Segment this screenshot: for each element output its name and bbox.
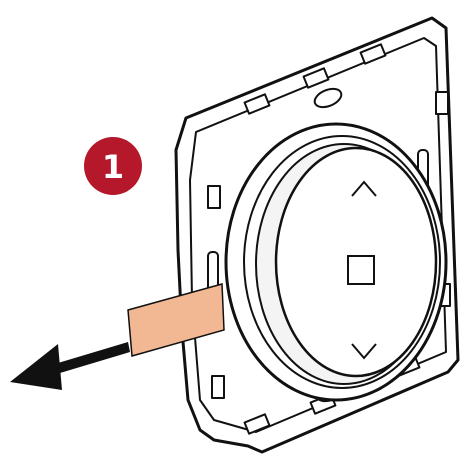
clip <box>435 91 449 115</box>
ring-inner <box>243 135 441 389</box>
tab-strip <box>127 283 225 357</box>
pull-arrow-icon <box>10 342 130 390</box>
cover-plate <box>255 143 438 385</box>
clip <box>243 93 271 115</box>
chevron-up-icon <box>351 180 377 197</box>
arrow-head <box>10 344 62 390</box>
step-badge: 1 <box>84 137 142 195</box>
square-icon <box>347 255 375 285</box>
clip <box>302 67 330 89</box>
plate-face <box>274 146 438 378</box>
chevron-down-icon <box>351 343 377 360</box>
clip <box>211 375 225 399</box>
clip <box>359 43 387 65</box>
step-badge-circle <box>84 137 142 195</box>
protective-tab <box>127 283 225 357</box>
frame-inner-edge <box>189 37 447 433</box>
step-number: 1 <box>102 148 124 186</box>
screw-hole <box>313 87 343 109</box>
clip <box>243 413 271 435</box>
arrow-shaft <box>48 342 130 376</box>
clip <box>207 185 221 209</box>
